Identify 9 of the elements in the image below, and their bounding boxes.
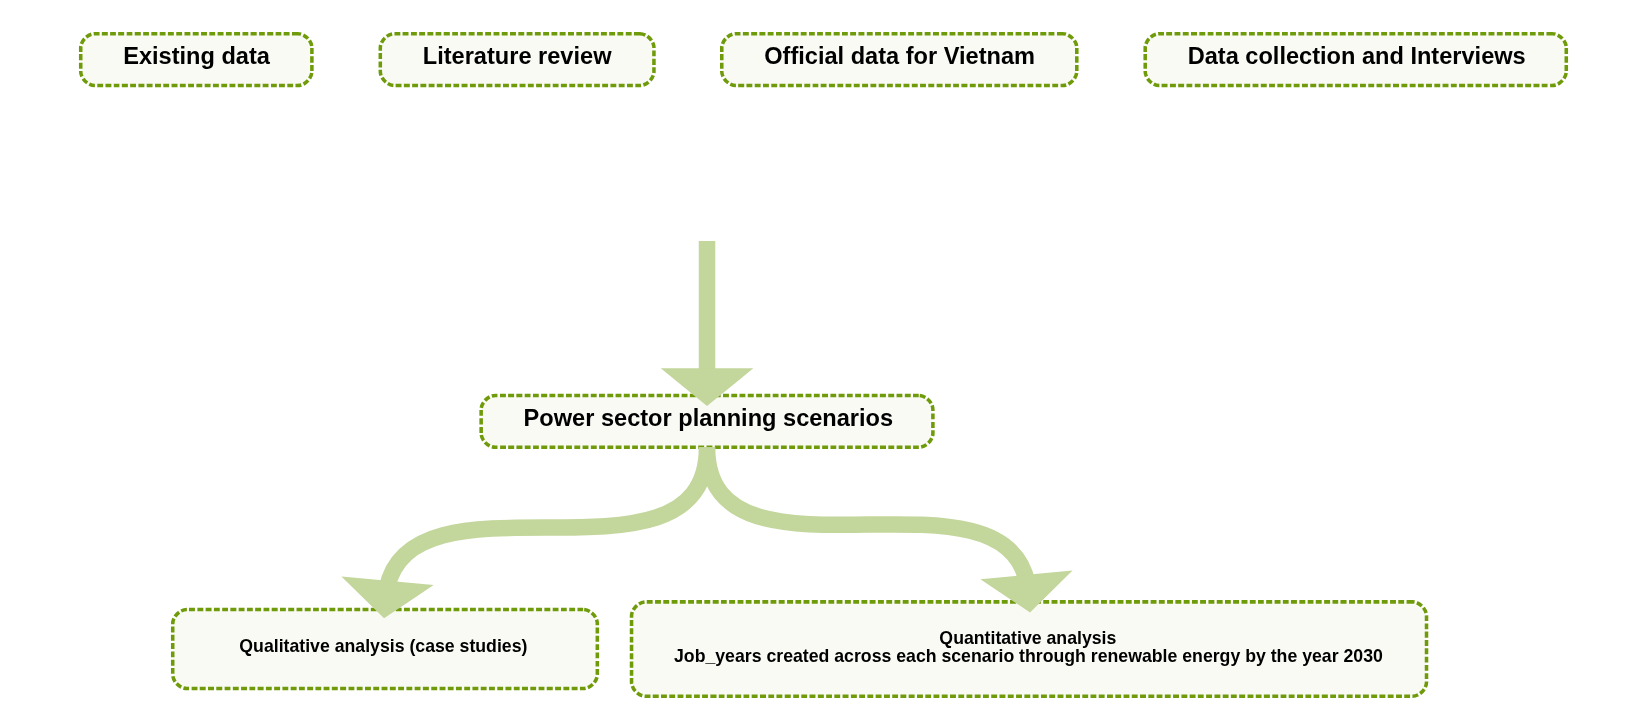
- node-box: Literature review: [378, 31, 656, 88]
- node-box: Existing data: [78, 31, 314, 88]
- arrow: [698, 445, 1073, 613]
- node-box: Qualitative analysis (case studies): [170, 607, 599, 691]
- node-box: Quantitative analysis Job_years created across each scenario through renewable energy by the year 2030: [629, 600, 1428, 698]
- node-box: Data collection and Interviews: [1142, 31, 1568, 88]
- arrow: [660, 240, 753, 407]
- node-box: Power sector planning scenarios: [478, 393, 935, 450]
- node-box: Official data for Vietnam: [719, 31, 1079, 88]
